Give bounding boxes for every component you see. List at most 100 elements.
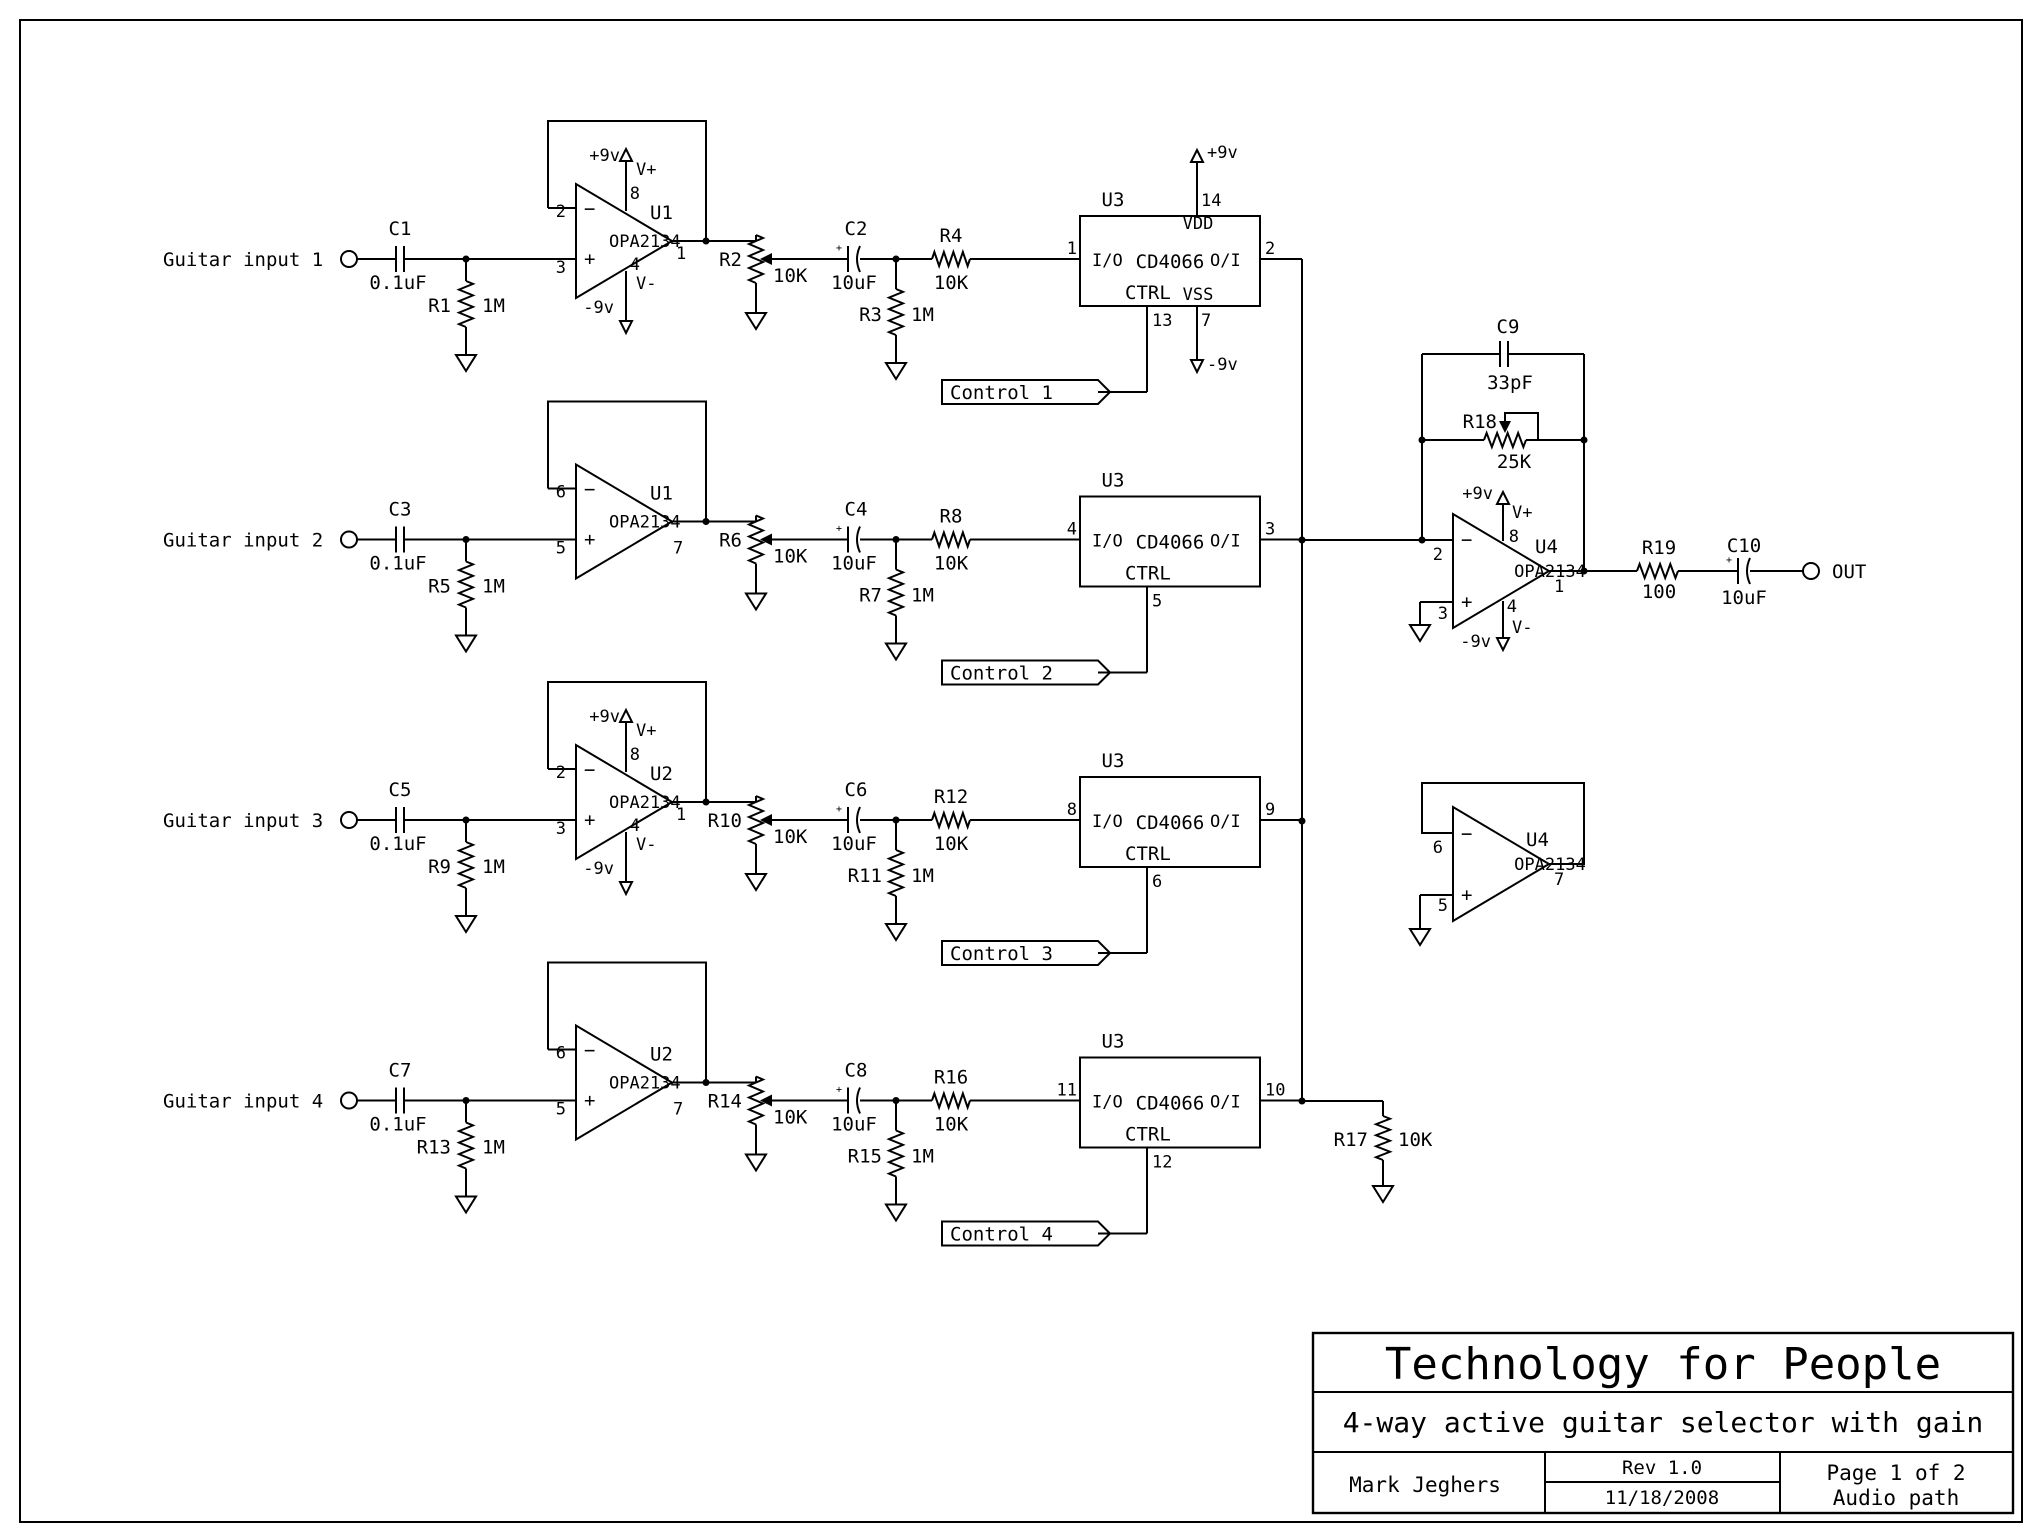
switch-io-label: I/O bbox=[1092, 812, 1123, 832]
cap-plate-curved bbox=[856, 806, 861, 834]
pin-number: 4 bbox=[630, 255, 640, 275]
switch-unit: U3 bbox=[1102, 470, 1125, 492]
resistor-value: 1M bbox=[911, 865, 934, 887]
output-capacitor: + bbox=[1726, 555, 1751, 585]
series-resistor bbox=[931, 248, 971, 270]
pin-number: 8 bbox=[1067, 800, 1077, 820]
opamp-part: OPA2134 bbox=[1514, 855, 1586, 875]
vminus-label: V- bbox=[636, 835, 656, 855]
vminus-label: V- bbox=[636, 274, 656, 294]
supply-arrow-up bbox=[1189, 147, 1205, 163]
author-name: Mark Jeghers bbox=[1349, 1473, 1501, 1497]
pin-number: 3 bbox=[556, 819, 566, 839]
pin-number: 9 bbox=[1265, 800, 1275, 820]
pin-number: 5 bbox=[1152, 592, 1162, 612]
cap-ref: C4 bbox=[845, 499, 868, 521]
guitar-input-label: Guitar input 3 bbox=[163, 810, 323, 832]
pin-number: 1 bbox=[1554, 577, 1564, 597]
cap-ref: C3 bbox=[389, 499, 412, 521]
resistor-ref: R12 bbox=[934, 786, 968, 808]
guitar-input-label: Guitar input 2 bbox=[163, 530, 323, 552]
cap-ref: C10 bbox=[1727, 535, 1761, 557]
plus-sign: + bbox=[584, 1090, 595, 1112]
bias-resistor bbox=[886, 849, 906, 897]
ground-symbol bbox=[1408, 624, 1432, 643]
title-block-frame bbox=[1311, 1331, 2015, 1515]
supply-arrow-down bbox=[1495, 637, 1511, 653]
mixer-opamp bbox=[1452, 512, 1551, 630]
minus-sign: − bbox=[584, 1040, 595, 1062]
cap-value: 10uF bbox=[1721, 587, 1767, 609]
switch-part: CD4066 bbox=[1136, 532, 1205, 554]
cap-value: 10uF bbox=[831, 553, 877, 575]
gain-potentiometer bbox=[746, 234, 766, 284]
cap-value: 0.1uF bbox=[369, 1114, 426, 1136]
resistor-ref: R15 bbox=[848, 1146, 882, 1168]
supply-arrow-up bbox=[618, 146, 634, 162]
series-resistor bbox=[931, 1090, 971, 1111]
pot-ref: R14 bbox=[708, 1091, 742, 1113]
cap-value: 10uF bbox=[831, 272, 877, 294]
ground-symbol bbox=[744, 873, 768, 892]
coupling-capacitor: + bbox=[836, 804, 861, 834]
drawing-date: 11/18/2008 bbox=[1605, 1487, 1719, 1509]
bias-resistor bbox=[886, 288, 906, 336]
termination-resistor bbox=[1373, 1115, 1393, 1161]
output-resistor bbox=[1636, 561, 1679, 581]
switch-io-label: I/O bbox=[1092, 532, 1123, 552]
ctrl-label: CTRL bbox=[1125, 1124, 1171, 1146]
supply-pos: +9v bbox=[589, 707, 620, 727]
resistor-value: 100 bbox=[1642, 581, 1676, 603]
vdd-label: VDD bbox=[1183, 214, 1214, 234]
pot-ref: R2 bbox=[719, 249, 742, 271]
ground-symbol bbox=[744, 592, 768, 612]
input-jack bbox=[340, 530, 358, 549]
pin-number: 5 bbox=[556, 1100, 566, 1120]
cap-ref: C8 bbox=[845, 1060, 868, 1082]
ground-symbol bbox=[1408, 928, 1432, 947]
switch-unit: U3 bbox=[1102, 750, 1125, 772]
vplus-label: V+ bbox=[1512, 503, 1532, 523]
supply-pos: +9v bbox=[589, 146, 620, 166]
cap-plate-curved bbox=[856, 526, 861, 553]
feedback-wire bbox=[547, 400, 707, 522]
pin-number: 1 bbox=[676, 805, 686, 825]
pin-number: 6 bbox=[1152, 872, 1162, 892]
cap-value: 10uF bbox=[831, 833, 877, 855]
pin-number: 7 bbox=[673, 539, 683, 559]
pin-number: 7 bbox=[673, 1100, 683, 1120]
polarity-mark: + bbox=[836, 1085, 842, 1096]
pin-number: 5 bbox=[1438, 896, 1448, 916]
switch-part: CD4066 bbox=[1136, 1093, 1205, 1115]
cap-value: 10uF bbox=[831, 1114, 877, 1136]
bias-resistor bbox=[886, 1129, 906, 1178]
pot-ref: R10 bbox=[708, 810, 742, 832]
control-port bbox=[941, 940, 1112, 966]
pin-number: 4 bbox=[630, 816, 640, 836]
resistor-ref: R19 bbox=[1642, 537, 1676, 559]
plus-sign: + bbox=[584, 248, 595, 270]
supply-neg: -9v bbox=[1460, 632, 1491, 652]
ground-symbol bbox=[454, 634, 478, 654]
pin-number: 2 bbox=[1433, 545, 1443, 565]
control-label: Control 2 bbox=[950, 663, 1053, 685]
pin-number: 7 bbox=[1201, 311, 1211, 331]
sheet-border bbox=[19, 19, 2023, 1523]
ground-symbol bbox=[454, 915, 478, 934]
plus-sign: + bbox=[1461, 884, 1472, 906]
resistor-ref: R13 bbox=[417, 1137, 451, 1159]
ground-symbol bbox=[884, 1203, 908, 1223]
pot-wiper-arrow bbox=[760, 253, 772, 265]
opamp-unit: U4 bbox=[1535, 536, 1558, 558]
cap-value: 0.1uF bbox=[369, 553, 426, 575]
pin-number: 6 bbox=[556, 1044, 566, 1064]
input-jack bbox=[340, 250, 358, 268]
pin-number: 6 bbox=[1433, 838, 1443, 858]
series-resistor bbox=[931, 809, 971, 831]
